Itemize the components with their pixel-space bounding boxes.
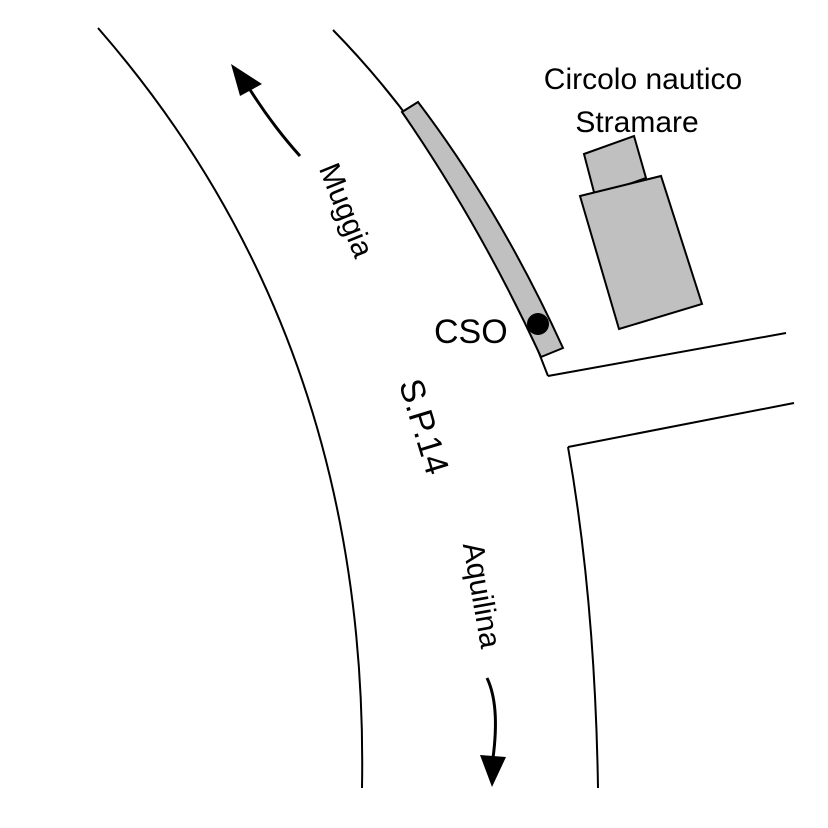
roadside-strip <box>400 100 565 359</box>
road-west-edge <box>97 27 364 789</box>
side-road-north-edge <box>547 332 787 377</box>
road-label: S.P.14 <box>391 375 456 480</box>
arrow-to-muggia-icon <box>231 64 302 158</box>
building <box>578 134 704 331</box>
direction-aquilina-label: Aquilina <box>456 540 507 651</box>
building-name-line1: Circolo nautico <box>544 63 742 96</box>
building-annex <box>582 134 648 198</box>
arrow-to-aquilina-icon <box>480 677 506 787</box>
cso-marker <box>527 313 549 335</box>
road-east-edge-south <box>567 446 599 789</box>
station-label: CSO <box>434 313 508 351</box>
direction-muggia-label: Muggia <box>312 159 380 263</box>
building-main <box>578 174 704 331</box>
building-name-line2: Stramare <box>575 106 698 139</box>
side-road-south-edge <box>567 402 795 448</box>
